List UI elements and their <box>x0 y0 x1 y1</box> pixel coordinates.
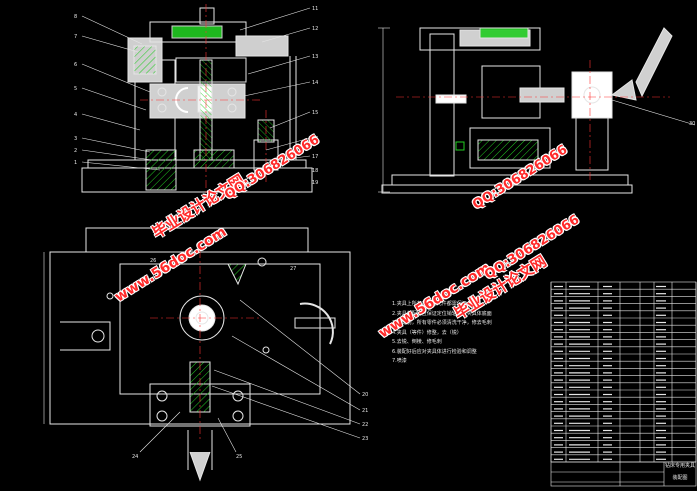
plan-view-labels: 20 21 22 23 24 25 26 27 <box>132 258 368 460</box>
note-3: 3.装配前，所有零件必须清洗干净，修去毛刺 <box>392 320 492 326</box>
callout-label: 12 <box>312 26 318 32</box>
callout-label: 7 <box>74 34 77 40</box>
callout-label: 6 <box>74 62 77 68</box>
callout-label: 16 <box>312 136 318 142</box>
callout-label: 26 <box>150 258 156 264</box>
plan-center-lines <box>150 250 260 440</box>
note-2: 2.夹具装配后应保证定位销轴线与夹具体底面 <box>392 310 492 317</box>
callout-label: 14 <box>312 80 318 86</box>
plan-leaders <box>43 252 361 453</box>
technical-notes: 1.夹具上所有的定位元件都需保证 2.夹具装配后应保证定位销轴线与夹具体底面 3… <box>392 300 542 367</box>
callout-label: 5 <box>74 86 77 92</box>
callout-label: 21 <box>362 408 368 414</box>
callout-label: 18 <box>312 168 318 174</box>
callout-label: 23 <box>362 436 368 442</box>
side-dimensions <box>378 27 696 193</box>
callout-label: 24 <box>132 454 138 460</box>
front-center-lines <box>140 4 267 198</box>
note-6: 6.装配好后应对夹具体进行检验和调整 <box>392 348 477 355</box>
callout-label: 1 <box>74 160 77 166</box>
side-view <box>381 27 673 194</box>
note-5: 5.去锐、倒棱、修毛刺 <box>392 339 442 345</box>
callout-label: 8 <box>74 14 77 20</box>
callout-label: 27 <box>290 266 296 272</box>
plan-view <box>49 227 351 482</box>
side-center-lines <box>396 60 670 180</box>
note-4: 4.夹具（等件）修整，去（锐） <box>392 329 462 336</box>
callout-label: 17 <box>312 154 318 160</box>
title-block-subtitle: 装配图 <box>672 475 688 481</box>
note-1: 1.夹具上所有的定位元件都需保证 <box>392 301 467 307</box>
callout-label: 11 <box>312 6 318 12</box>
front-view <box>81 7 313 193</box>
callout-label: 20 <box>362 392 368 398</box>
callout-label: 25 <box>236 454 242 460</box>
callout-label: 4 <box>74 112 77 118</box>
callout-label: 3 <box>74 136 77 142</box>
title-block-title: 钻床专用夹具 <box>664 463 695 469</box>
callout-label: 13 <box>312 54 318 60</box>
note-7: 7.喷漆 <box>392 358 407 364</box>
front-leaders-left <box>81 15 161 171</box>
callout-label: 22 <box>362 422 368 428</box>
callout-label: 19 <box>312 180 318 186</box>
callout-label: 15 <box>312 110 318 116</box>
front-leaders-right <box>239 7 311 161</box>
callout-label: 2 <box>74 148 77 154</box>
bill-of-materials <box>550 281 697 487</box>
side-view-label: 30 <box>689 121 695 127</box>
